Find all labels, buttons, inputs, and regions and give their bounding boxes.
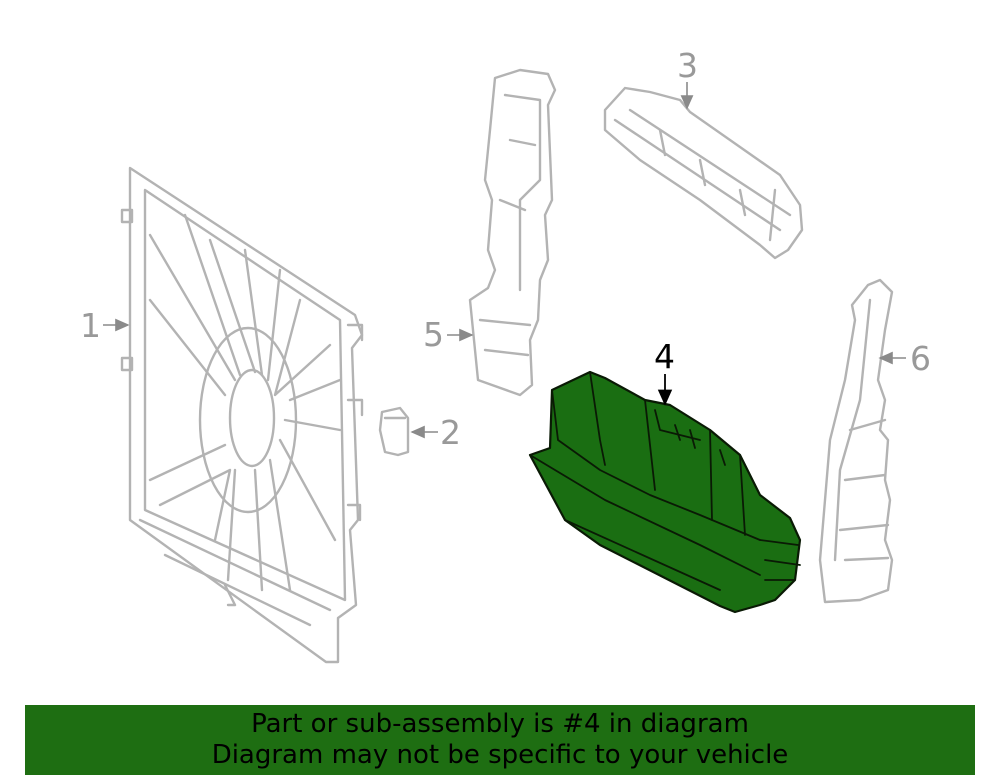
- callout-label-3: 3: [677, 46, 698, 85]
- part-2-bracket[interactable]: [378, 406, 410, 457]
- callout-label-5: 5: [423, 315, 444, 354]
- part-1-fan-shroud[interactable]: [120, 166, 364, 664]
- callout-5: 5: [423, 315, 474, 354]
- callout-2: 2: [410, 413, 461, 452]
- callout-label-4: 4: [654, 337, 675, 376]
- callout-3: 3: [677, 46, 698, 110]
- callout-6: 6: [878, 339, 931, 378]
- banner-line-2: Diagram may not be specific to your vehi…: [211, 740, 789, 770]
- callout-label-2: 2: [440, 413, 461, 452]
- callout-label-6: 6: [910, 339, 931, 378]
- callout-label-1: 1: [80, 306, 101, 345]
- callout-1: 1: [80, 306, 130, 345]
- part-5-left-air-guide[interactable]: [468, 68, 557, 397]
- part-4-air-guide-highlighted[interactable]: [528, 370, 802, 614]
- banner-line-1: Part or sub-assembly is #4 in diagram: [251, 709, 749, 739]
- part-3-upper-air-guide[interactable]: [603, 86, 804, 260]
- part-info-banner: Part or sub-assembly is #4 in diagram Di…: [25, 705, 975, 775]
- parts-diagram: 1 2 3 4 5 6: [80, 46, 931, 664]
- callout-4: 4: [654, 337, 675, 406]
- part-6-right-air-guide[interactable]: [818, 278, 894, 604]
